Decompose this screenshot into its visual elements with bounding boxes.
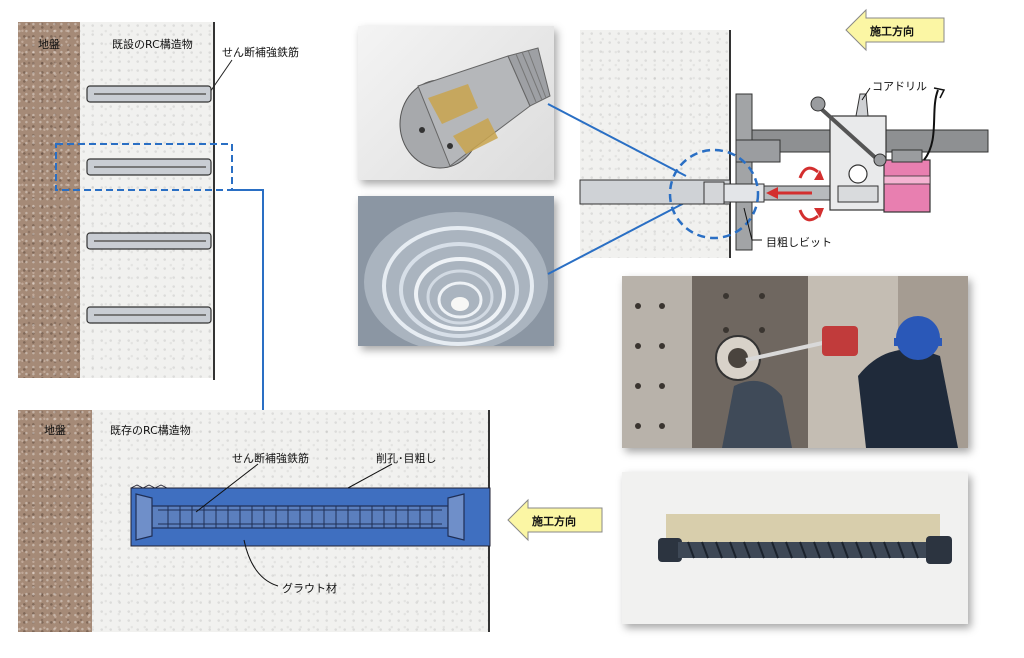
bottom-existing-rc-label: 既存のRC構造物 — [110, 424, 191, 437]
borehole-photo-illustration — [358, 196, 554, 346]
top-rebar-4 — [86, 306, 212, 324]
detail-highlight-box — [55, 143, 233, 191]
drill-motor — [883, 159, 931, 213]
rail-support — [735, 93, 753, 251]
bottom-ground-strip — [18, 410, 92, 632]
top-shear-rebar-label: せん断補強鉄筋 — [222, 46, 299, 59]
rail-base — [735, 139, 781, 163]
roughening-bit-label: 目粗しビット — [766, 236, 832, 249]
roughening-bit-leader — [743, 207, 762, 241]
bit-highlight-circle — [668, 148, 760, 240]
top-rebar-3 — [86, 232, 212, 250]
rotation-arrow-bottom — [798, 209, 819, 222]
rebar-photo — [622, 472, 968, 624]
rebar-photo-illustration — [622, 472, 968, 624]
rebar-leader — [195, 463, 259, 513]
top-rebar-1 — [86, 85, 212, 103]
bit-photo-illustration — [399, 47, 551, 169]
drill-wall-face-line — [729, 30, 731, 258]
drill-handle — [816, 104, 880, 162]
detail-connector-line — [232, 189, 264, 418]
detail-rebar — [135, 493, 465, 541]
borehole-photo — [358, 196, 554, 346]
top-existing-rc-label: 既設のRC構造物 — [112, 38, 193, 51]
core-drill-leader — [861, 87, 871, 101]
hole-leader — [347, 463, 393, 489]
core-drill-label: コアドリル — [872, 80, 927, 93]
direction-arrow-top — [845, 8, 945, 52]
grout-label: グラウト材 — [282, 582, 337, 595]
worker-photo-illustration — [622, 276, 968, 448]
borehole-photo-leader — [547, 199, 691, 275]
bottom-ground-label: 地盤 — [44, 424, 66, 437]
direction-label-top: 施工方向 — [870, 25, 914, 38]
top-rebar-leader — [209, 59, 233, 93]
power-cable — [923, 89, 939, 161]
bit-photo-leader — [547, 103, 687, 177]
drill-wall — [580, 30, 730, 258]
top-ground-strip — [18, 22, 80, 378]
grout-leader — [243, 539, 279, 587]
worker-drilling-photo — [622, 276, 968, 448]
top-ground-label: 地盤 — [38, 38, 60, 51]
top-wall-face-line — [213, 22, 215, 380]
rotation-arrow-top — [798, 166, 819, 179]
direction-label-bottom: 施工方向 — [532, 515, 576, 528]
top-rebar-2 — [86, 158, 212, 176]
bit-photo — [358, 26, 554, 180]
drill-hole-label: 削孔･目粗し — [376, 452, 437, 465]
hole-roughness-top — [130, 484, 168, 489]
bit-head — [703, 181, 725, 205]
drill-top-fitting — [855, 93, 869, 117]
bottom-shear-rebar-label: せん断補強鉄筋 — [232, 452, 309, 465]
direction-arrow-bottom — [507, 498, 603, 542]
